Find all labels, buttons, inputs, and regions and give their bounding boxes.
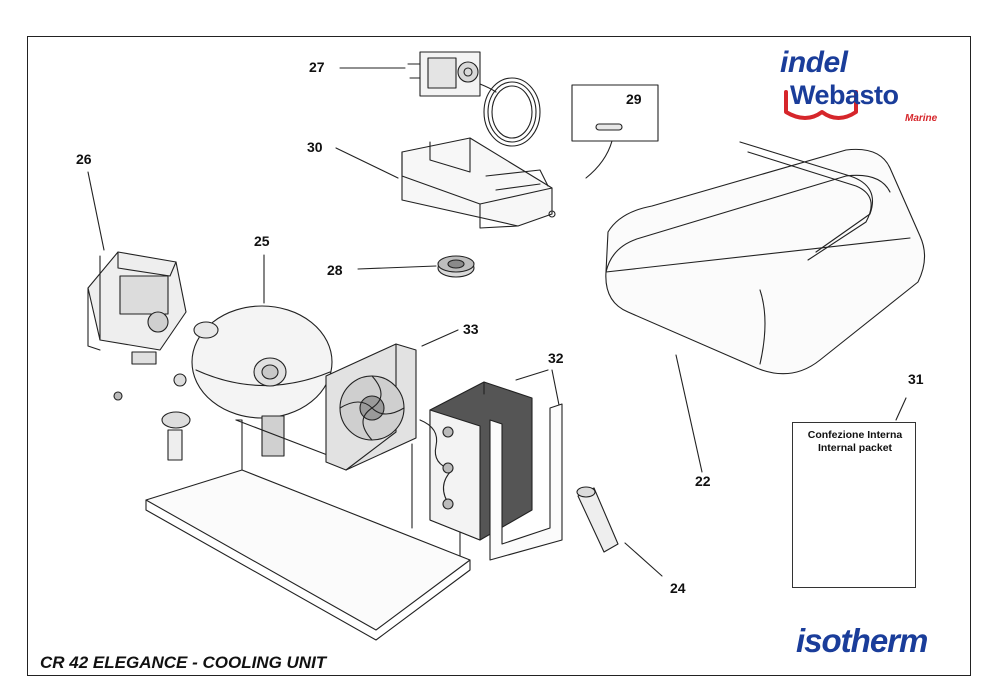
callout-31: 31: [908, 371, 924, 387]
brand-webasto: Webasto: [790, 80, 899, 110]
callout-33: 33: [463, 321, 479, 337]
leader-lines: [87, 67, 907, 577]
part-22-evaporator: [605, 141, 926, 375]
brand-indel: indel: [780, 46, 848, 79]
callout-32: 32: [548, 350, 564, 366]
part-28-knob: [437, 255, 475, 278]
part-30-control-box: [401, 137, 556, 229]
callout-26: 26: [76, 151, 92, 167]
part-33-fan: [325, 343, 417, 471]
part-29-pin-box: [571, 84, 659, 179]
brand-isotherm: isotherm: [796, 622, 928, 659]
drawing-frame: [27, 36, 971, 676]
part-24-drier: [576, 486, 619, 553]
webasto-logo-arc: [784, 90, 858, 120]
callout-22: 22: [695, 473, 711, 489]
part-25-compressor: [161, 305, 333, 461]
base-plate: [145, 419, 471, 641]
callout-27: 27: [309, 59, 325, 75]
callout-25: 25: [254, 233, 270, 249]
part-27-thermostat: [407, 51, 541, 147]
part-32-condenser: [411, 381, 563, 561]
callout-24: 24: [670, 580, 686, 596]
part-26-electronic-module: [87, 251, 187, 401]
page-title: CR 42 ELEGANCE - COOLING UNIT: [40, 653, 327, 672]
internal-packet-label-it: Confezione Interna: [807, 429, 903, 441]
callout-28: 28: [327, 262, 343, 278]
internal-packet-box: Confezione Interna Internal packet: [792, 422, 916, 588]
brand-marine: Marine: [905, 113, 938, 124]
callout-30: 30: [307, 139, 323, 155]
callout-29: 29: [626, 91, 642, 107]
internal-packet-label-en: Internal packet: [817, 442, 893, 454]
